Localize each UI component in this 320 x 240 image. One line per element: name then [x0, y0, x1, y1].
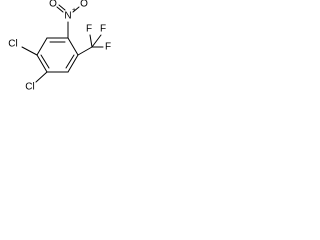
bond-cf3-to-f-top-right: [91, 34, 102, 48]
bond-ring-to-cl-top: [21, 46, 38, 56]
bond-ring-to-cf3: [77, 46, 93, 56]
atom-label-nitro-o-double: O: [49, 0, 57, 10]
charge-label-nitro-n: +: [72, 7, 76, 14]
bond-cf3-to-f-top-left: [89, 34, 93, 48]
atom-label-nitro-o-single: O: [80, 0, 88, 10]
ring-bond-c5-c6: [36, 54, 48, 73]
atom-label-cl-top: Cl: [8, 39, 17, 50]
ring-double-bond-inner-right: [65, 54, 75, 69]
bond-n-to-o-double-b: [58, 4, 66, 11]
atom-label-cf3-f-top-left: F: [86, 24, 92, 35]
ring-bond-c3-c4: [67, 54, 79, 73]
structure-canvas: Cl Cl N + O O − F F F: [0, 0, 116, 99]
bond-n-to-o-single: [72, 6, 80, 13]
ring-double-bond-inner-left: [40, 54, 50, 69]
bond-n-to-o-double-a: [56, 6, 64, 13]
charge-label-nitro-o: −: [89, 0, 93, 4]
ring-bond-c6-c1: [36, 37, 48, 56]
atom-label-cl-bottom: Cl: [25, 82, 34, 93]
atom-label-cf3-f-top-right: F: [100, 24, 106, 35]
atom-label-nitro-n: N: [64, 11, 71, 22]
chemical-structure-diagram: Cl Cl N + O O − F F F: [8, 0, 111, 93]
bond-ring-to-cl-bottom: [35, 71, 48, 83]
atom-label-cf3-f-right: F: [105, 42, 111, 53]
ring-bond-c2-c3: [67, 37, 79, 56]
